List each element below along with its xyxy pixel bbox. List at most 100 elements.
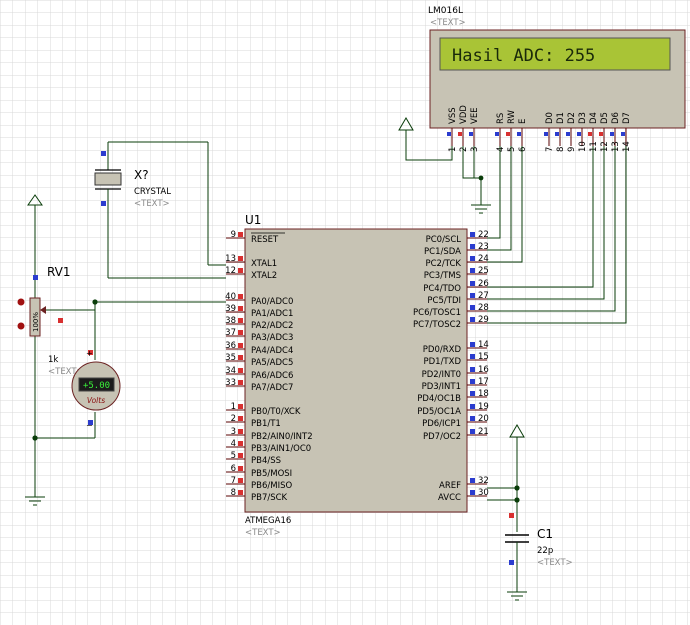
mcu-pin-label: PD7/OC2 [423,432,461,442]
mcu-pin-number: 17 [478,377,489,387]
mcu-pin-label: PC7/TOSC2 [413,320,461,330]
mcu-pin-label: PC0/SCL [426,235,462,245]
lcd-pin-label: D0 [545,112,555,124]
lcd-module[interactable]: LM016L <TEXT> Hasil ADC: 255 VSS1VDD2VEE… [428,6,686,152]
svg-text:−: − [86,421,93,430]
mcu-pin-label: PB0/T0/XCK [251,407,301,417]
mcu-body [244,228,468,513]
mcu-pin-number: 13 [225,254,236,264]
crystal-pin-dot [101,201,106,206]
lcd-pin[interactable]: RS4 [495,113,506,152]
mcu-pin-label: PB3/AIN1/OC0 [251,444,311,454]
voltmeter[interactable]: +5.00 Volts + − [71,349,121,430]
mcu-pin-label: PD2/INT0 [422,370,461,380]
mcu-pin-number: 14 [478,340,489,350]
mcu-pin-number: 7 [231,476,236,486]
pot-adjust-down-icon[interactable] [17,322,25,330]
mcu-pin-label: PB1/T1 [251,419,281,429]
pot-body [29,297,41,337]
mcu-pin-number: 23 [478,242,489,252]
crystal-text-tag: <TEXT> [134,199,170,209]
mcu-pin-number: 1 [231,402,236,412]
potentiometer-rv1[interactable]: 100% RV1 1k <TEXT> [17,194,84,506]
crystal-pin-dot [101,151,106,156]
lcd-pin[interactable]: RW5 [506,109,517,152]
mcu-pin-number: 22 [478,230,489,240]
lcd-screen [439,37,671,71]
mcu-pin-label: PD6/ICP1 [422,419,461,429]
mcu-pin-label: PC3/TMS [424,271,461,281]
mcu-pin-label: PC4/TDO [423,284,461,294]
capacitor-c1[interactable]: C1 22p <TEXT> [487,424,573,601]
crystal-x1[interactable]: X? CRYSTAL <TEXT> [94,141,208,278]
lcd-pin[interactable]: E6 [517,119,528,152]
lcd-pin[interactable]: D18 [555,112,566,152]
mcu-pin-label: PA4/ADC4 [251,346,293,356]
lcd-pin-label: E [518,119,528,124]
lcd-wires [398,117,627,324]
mcu-pin-label: PD0/RXD [423,345,462,355]
mcu-pin-number: 28 [478,303,489,313]
mcu-part: ATMEGA16 [245,516,291,526]
lcd-pin[interactable]: D29 [566,112,577,152]
mcu-pin-label: PD5/OC1A [417,407,461,417]
mcu-pin-label: PA5/ADC5 [251,358,293,368]
crystal-body [94,172,122,186]
lcd-pin-label: D7 [622,112,632,124]
pot-adjust-up-icon[interactable] [17,298,25,306]
cap-text-tag: <TEXT> [537,558,573,568]
pot-ref: RV1 [47,265,71,279]
ground-icon [507,591,527,601]
vdd-power-icon [398,117,414,131]
mcu-pin-label: XTAL1 [251,259,277,269]
lcd-pin[interactable]: D07 [544,112,555,152]
